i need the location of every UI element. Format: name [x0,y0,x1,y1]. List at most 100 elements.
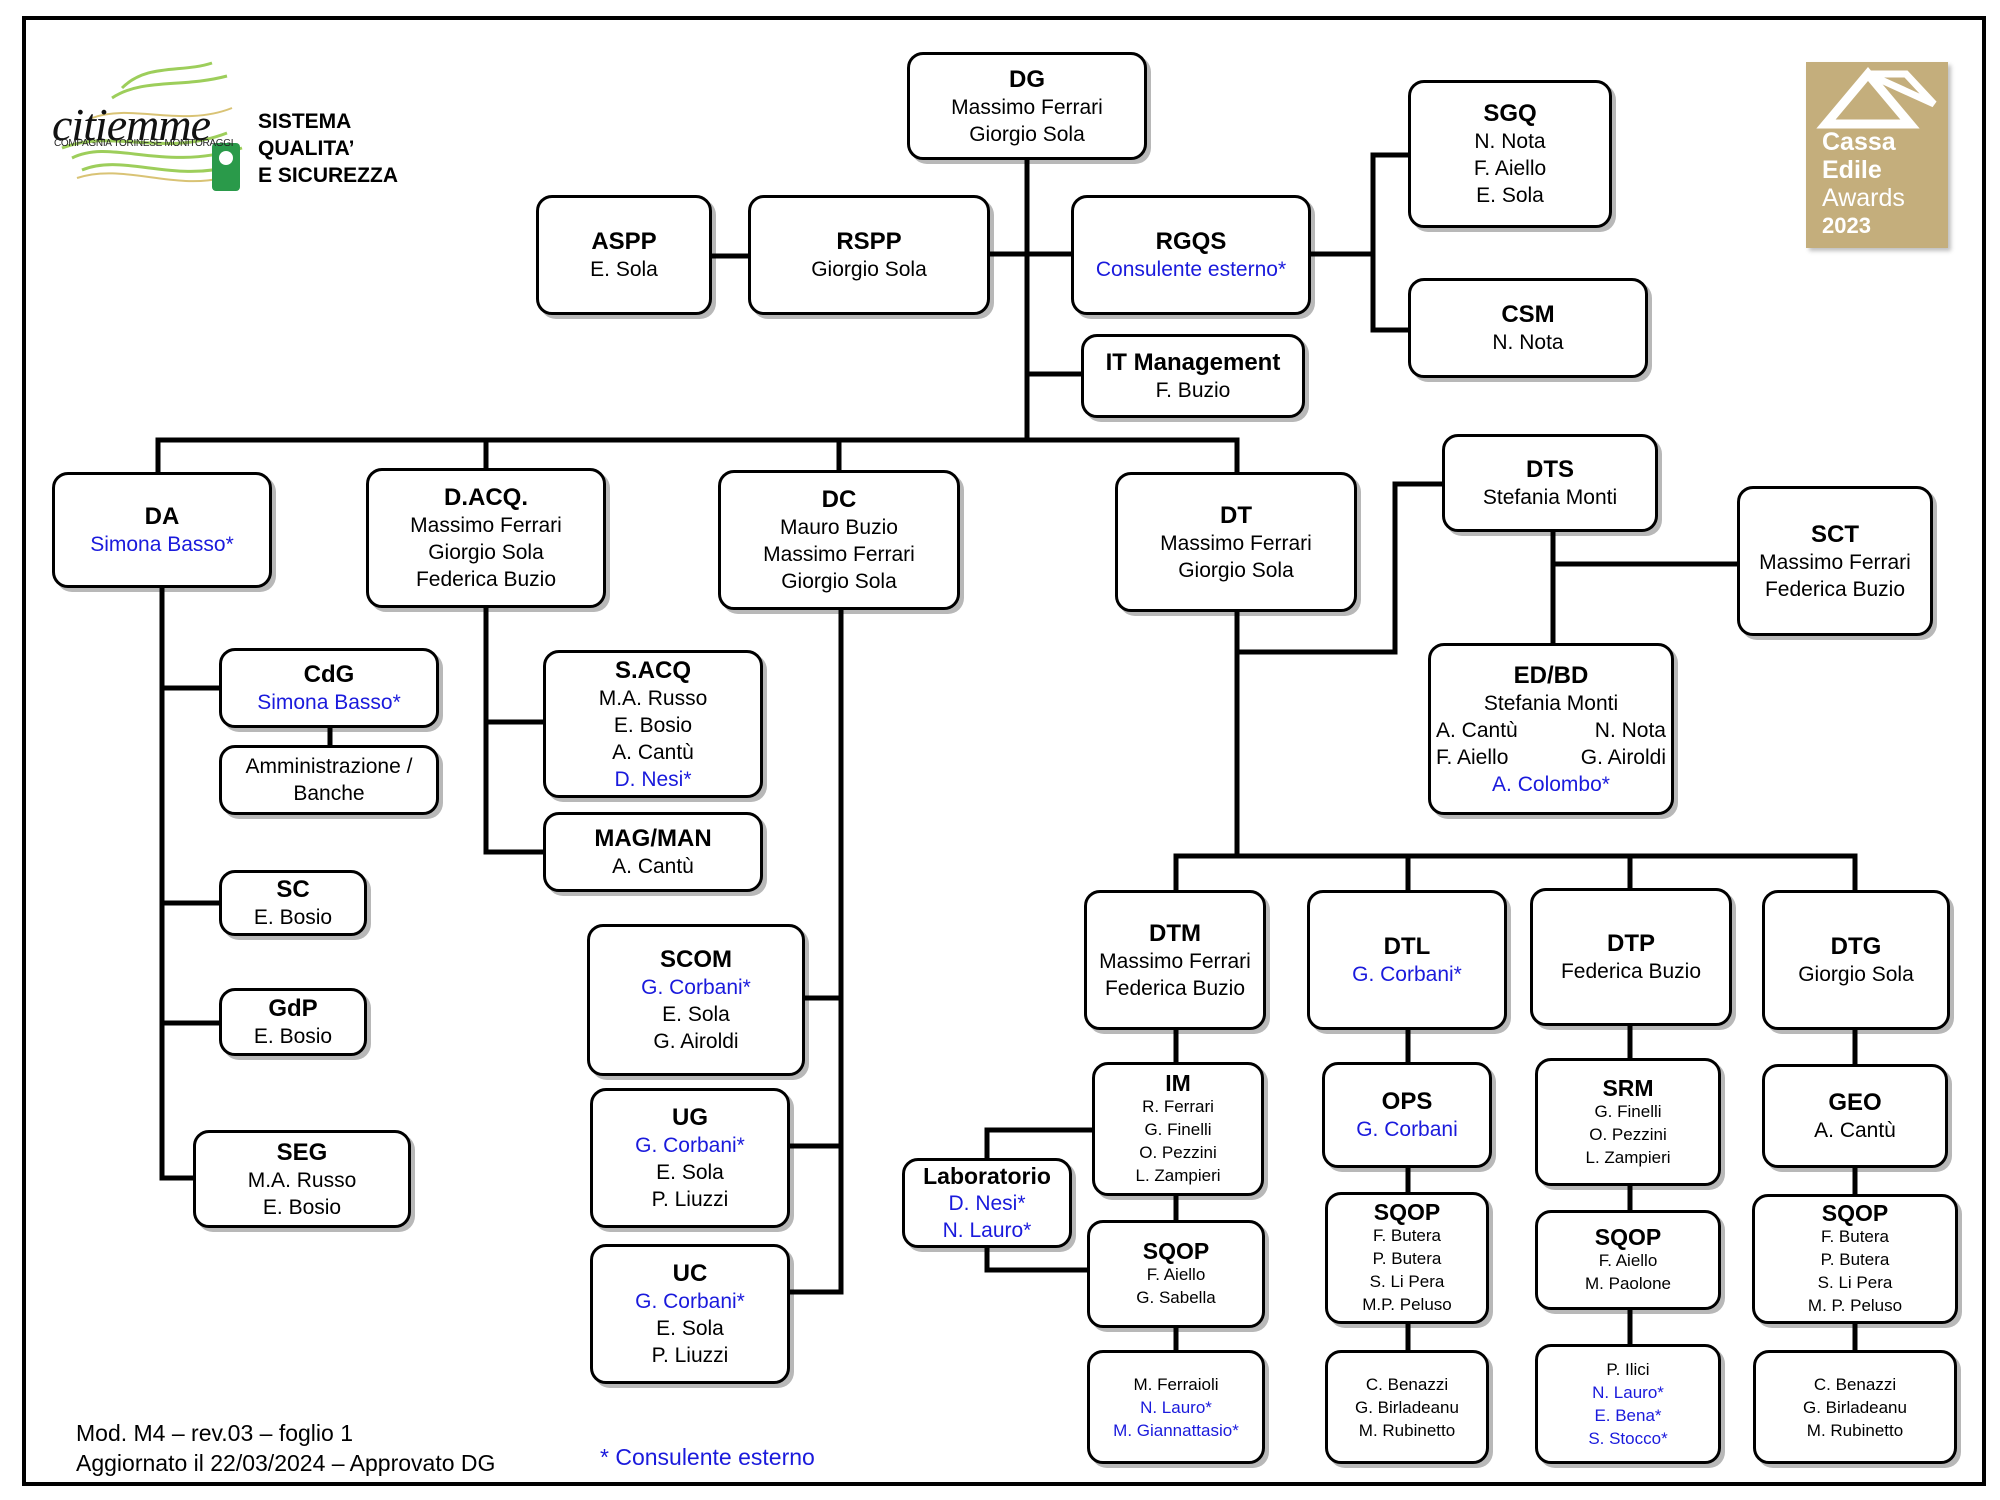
box-line-external: N. Lauro* [942,1218,1032,1242]
box-line: F. Aiello [1436,745,1509,769]
box-line-external: D. Nesi* [614,767,692,791]
box-title: GdP [268,995,318,1022]
box-title: ASPP [591,228,657,255]
box-ug: UG G. Corbani* E. Sola P. Liuzzi [590,1088,790,1228]
box-line: Giorgio Sola [428,541,544,564]
box-line-external: Simona Basso* [257,691,401,714]
logo-swirl-graphic [61,61,243,191]
box-title: DA [144,503,180,530]
box-line: M.A. Russo [598,686,708,710]
box-line-pair: A. Cantù N. Nota [1436,717,1666,744]
box-dtm: DTM Massimo Ferrari Federica Buzio [1084,890,1266,1030]
box-line: Giorgio Sola [1178,558,1294,582]
box-title: CdG [303,661,355,688]
box-line: E. Sola [1476,184,1544,207]
document-footer: Mod. M4 – rev.03 – foglio 1 Aggiornato i… [76,1418,495,1478]
box-srm: SRM G. Finelli O. Pezzini L. Zampieri [1535,1058,1721,1186]
box-team-dtg: C. Benazzi G. Birladeanu M. Rubinetto [1753,1350,1957,1464]
box-line: P. Butera [1820,1250,1890,1269]
box-sct: SCT Massimo Ferrari Federica Buzio [1737,486,1933,636]
box-title: OPS [1381,1088,1433,1115]
box-line: E. Bosio [613,713,693,737]
box-scom: SCOM G. Corbani* E. Sola G. Airoldi [587,924,805,1076]
box-line: G. Airoldi [653,1030,739,1053]
award-house-icon [1816,67,1937,129]
box-title: SQOP [1142,1238,1210,1264]
box-line: R. Ferrari [1142,1097,1214,1116]
box-sc: SC E. Bosio [219,870,367,936]
box-line: G. Birladeanu [1803,1397,1907,1417]
box-line: Banche [293,782,365,805]
award-year: 2023 [1822,213,1871,238]
box-title: SQOP [1594,1224,1662,1250]
box-title: S.ACQ [614,656,691,684]
footer-revision: Mod. M4 – rev.03 – foglio 1 [76,1420,353,1446]
box-line: F. Aiello [1146,1265,1206,1284]
box-line: Massimo Ferrari [951,95,1103,119]
system-title-line: SISTEMA [258,110,352,133]
box-title: IT Management [1105,349,1281,376]
box-title: DTM [1149,919,1201,947]
box-title: SQOP [1821,1200,1889,1226]
box-line: S. Li Pera [1817,1273,1893,1292]
box-line: M. Rubinetto [1806,1420,1904,1440]
box-line: N. Nota [1594,718,1666,742]
company-logo: citiemme COMPAGNIA TORINESE MONITORAGGI [52,58,252,198]
box-line: M. Paolone [1585,1274,1671,1293]
box-title: ED/BD [1513,661,1589,689]
box-aspp: ASPP E. Sola [536,195,712,315]
box-title: RGQS [1155,228,1227,255]
box-line: L. Zampieri [1135,1166,1221,1185]
box-line-external: N. Lauro* [1140,1397,1212,1417]
box-dtl: DTL G. Corbani* [1307,890,1507,1030]
box-csm: CSM N. Nota [1408,278,1648,378]
box-line: P. Ilici [1606,1360,1650,1379]
box-line: E. Sola [656,1317,724,1340]
box-sqop-dtl: SQOP F. Butera P. Butera S. Li Pera M.P.… [1325,1192,1489,1324]
system-title: SISTEMA QUALITA’ E SICUREZZA [258,108,398,189]
box-dt: DT Massimo Ferrari Giorgio Sola [1115,472,1357,612]
box-line: A. Cantù [1814,1119,1896,1142]
box-line: Stefania Monti [1483,691,1619,715]
box-line: M.A. Russo [247,1168,357,1192]
box-line: F. Aiello [1473,157,1547,180]
box-line: Giorgio Sola [1798,963,1914,986]
box-seg: SEG M.A. Russo E. Bosio [193,1130,411,1228]
box-dacq: D.ACQ. Massimo Ferrari Giorgio Sola Fede… [366,468,606,608]
box-title: DG [1009,65,1045,93]
box-sgq: SGQ N. Nota F. Aiello E. Sola [1408,80,1612,228]
box-line: P. Liuzzi [651,1344,729,1367]
box-uc: UC G. Corbani* E. Sola P. Liuzzi [590,1244,790,1384]
box-line: Massimo Ferrari [410,514,562,537]
box-line: Federica Buzio [1560,960,1702,983]
box-line: Stefania Monti [1482,486,1618,509]
box-line: G. Finelli [1144,1120,1212,1139]
box-title: SC [276,876,310,903]
box-line: M. Ferraioli [1133,1374,1219,1394]
box-line: E. Bosio [262,1195,342,1219]
box-cdg: CdG Simona Basso* [219,648,439,728]
box-title: D.ACQ. [444,484,528,511]
box-title: SEG [276,1138,328,1166]
box-title: SQOP [1373,1199,1441,1225]
box-line: Massimo Ferrari [1759,550,1911,574]
box-line: F. Buzio [1155,379,1231,402]
box-dts: DTS Stefania Monti [1442,434,1658,532]
box-line-external: D. Nesi* [948,1191,1026,1215]
box-line: A. Cantù [1436,718,1518,742]
award-badge: Cassa Edile Awards 2023 [1806,62,1948,248]
box-laboratorio: Laboratorio D. Nesi* N. Lauro* [902,1158,1072,1248]
box-amministrazione: Amministrazione / Banche [219,745,439,815]
box-ops: OPS G. Corbani [1322,1062,1492,1168]
box-line: G. Sabella [1136,1288,1216,1307]
box-line-external: G. Corbani* [1352,963,1462,986]
box-geo: GEO A. Cantù [1762,1064,1948,1168]
box-title: MAG/MAN [594,825,712,852]
box-line: F. Butera [1820,1227,1890,1246]
box-line: M. Rubinetto [1358,1420,1456,1440]
box-line: C. Benazzi [1813,1374,1897,1394]
box-title: DC [821,486,857,513]
box-line: O. Pezzini [1139,1143,1217,1162]
box-title: CSM [1501,301,1555,328]
